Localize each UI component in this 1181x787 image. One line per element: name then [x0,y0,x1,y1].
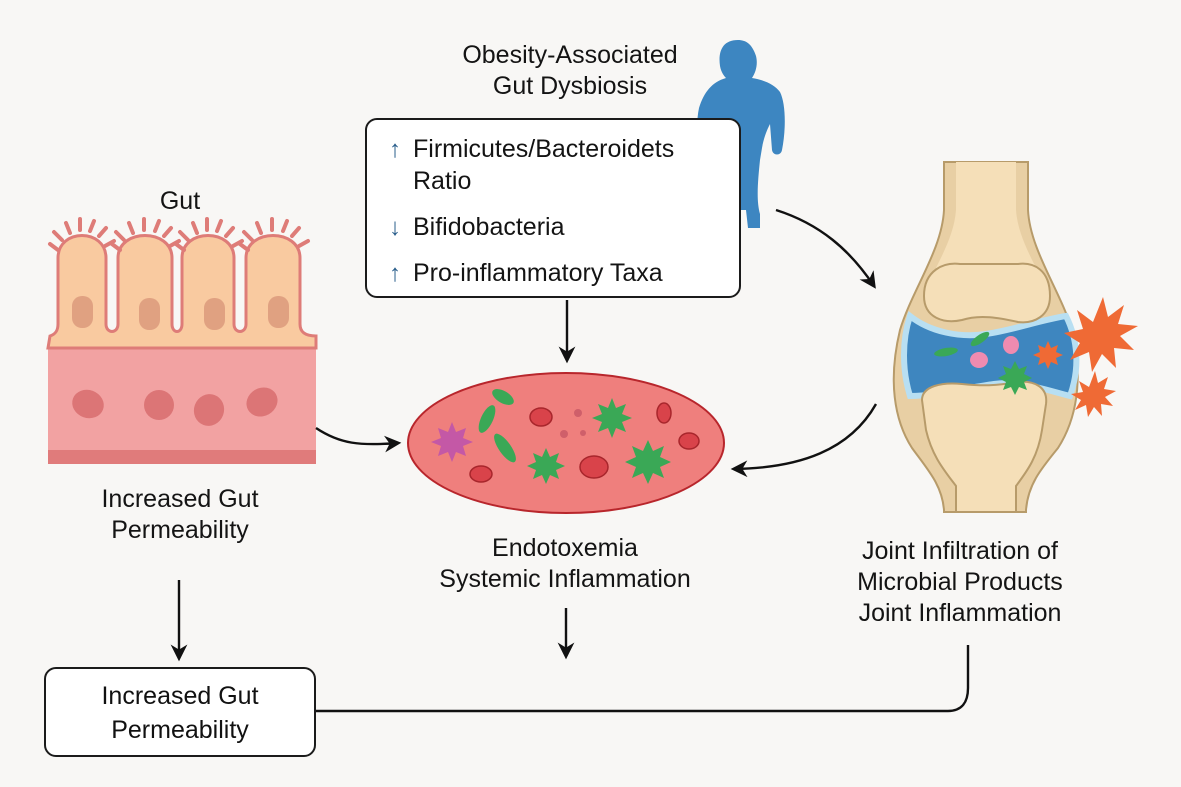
star-bacteria-magenta [431,422,473,462]
arrow-joint-to-blood [730,403,878,478]
dysbiosis-title-line2: Gut Dysbiosis [492,72,648,100]
gut-caption-line1: Increased Gut [101,485,259,513]
dysbiosis-item: ↑ Pro-inflammatory Taxa [389,258,663,289]
arrow-up-icon: ↑ [389,136,401,163]
dysbiosis-item: ↓ Bifidobacteria [389,212,564,243]
joint-caption-line2: Microbial Products [857,568,1063,596]
villi-nuclei [72,296,289,330]
dysbiosis-box: ↑ Firmicutes/Bacteroidets Ratio ↓ Bifidoba… [365,118,741,298]
blood-vessel-illustration [407,372,725,514]
joint-caption-line1: Joint Infiltration of [862,537,1058,565]
dysbiosis-title-line1: Obesity-Associated [462,41,678,69]
joint-caption: Joint Infiltration of Microbial Products… [820,536,1100,629]
flow-arrows [170,208,970,713]
villi-microvilli [48,217,310,252]
gut-label: Gut [159,187,201,215]
gut-caption-line2: Permeability [111,516,249,544]
rod-bacteria [478,389,516,463]
joint-caption-line3: Joint Inflammation [858,599,1062,627]
joint-bacteria [934,331,1063,395]
arrow-gut-to-blood [315,427,402,453]
blood-caption: Endotoxemia Systemic Inflammation [410,533,720,595]
outcome-box: Increased Gut Permeability [44,667,316,757]
star-bacteria-green [527,398,671,484]
dysbiosis-item-label: Pro-inflammatory Taxa [413,259,663,287]
gut-nuclei [72,387,278,426]
dysbiosis-item: ↑ Firmicutes/Bacteroidets [389,134,674,165]
red-blood-cells [469,402,700,483]
inflammation-burst-icon [1064,297,1138,417]
blood-caption-line2: Systemic Inflammation [439,565,691,593]
small-particles [560,409,586,438]
gut-caption: Increased Gut Permeability [60,484,300,546]
gut-illustration [46,217,318,464]
arrow-down-icon: ↓ [389,214,401,241]
joint-illustration [892,161,1138,513]
dysbiosis-item-label: Firmicutes/Bacteroidets [413,135,675,163]
arrow-person-to-joint [775,208,876,289]
outcome-box-line2: Permeability [111,716,249,744]
feedback-connector-line [316,645,970,713]
dysbiosis-item-continuation: Ratio [413,167,472,195]
blood-caption-line1: Endotoxemia [492,534,638,562]
outcome-box-line1: Increased Gut [101,682,259,710]
dysbiosis-title: Obesity-Associated Gut Dysbiosis [430,40,710,102]
dysbiosis-item-label: Bifidobacteria [413,213,565,241]
arrow-up-icon: ↑ [389,260,401,287]
